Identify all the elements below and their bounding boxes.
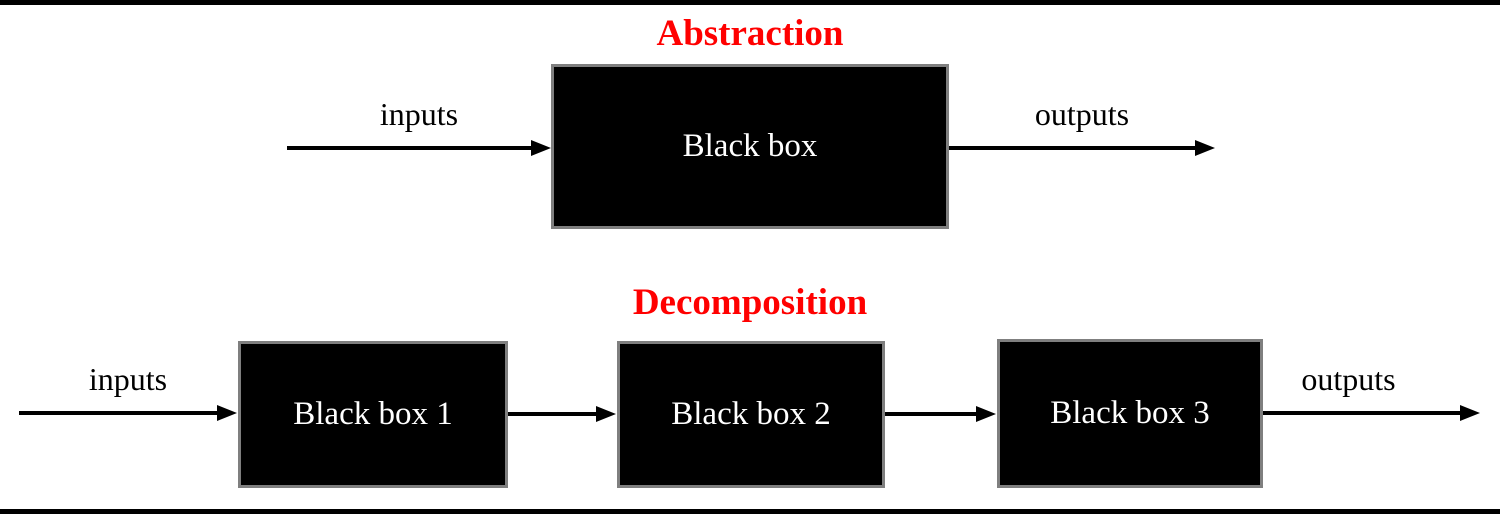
arrowhead-icon [531, 140, 551, 156]
decomposition-connector-arrow-2 [885, 406, 996, 422]
decomposition-black-box-1: Black box 1 [238, 341, 508, 488]
decomposition-black-box-2: Black box 2 [617, 341, 885, 488]
abstraction-input-arrow [287, 140, 551, 156]
arrow-line [1263, 411, 1468, 415]
decomposition-input-arrow [19, 405, 237, 421]
black-box-label: Black box 2 [671, 396, 831, 432]
abstraction-title: Abstraction [656, 13, 844, 54]
black-box-label: Black box [682, 128, 818, 164]
decomposition-outputs-label: outputs [1301, 361, 1396, 397]
arrowhead-icon [596, 406, 616, 422]
arrowhead-icon [1195, 140, 1215, 156]
abstraction-output-arrow [949, 140, 1215, 156]
arrowhead-icon [217, 405, 237, 421]
frame-top-bar [0, 0, 1500, 5]
arrow-line [949, 146, 1203, 150]
arrowhead-icon [1460, 405, 1480, 421]
decomposition-title: Decomposition [632, 282, 868, 323]
abstraction-inputs-label: inputs [379, 96, 459, 132]
black-box-label: Black box 1 [293, 396, 453, 432]
decomposition-output-arrow [1263, 405, 1480, 421]
decomposition-connector-arrow-1 [508, 406, 616, 422]
abstraction-outputs-label: outputs [1034, 96, 1130, 132]
black-box-label: Black box 3 [1050, 395, 1210, 431]
arrow-line [508, 412, 604, 416]
frame-bottom-bar [0, 509, 1500, 514]
arrow-line [885, 412, 984, 416]
arrowhead-icon [976, 406, 996, 422]
abstraction-black-box: Black box [551, 64, 949, 229]
decomposition-inputs-label: inputs [88, 361, 168, 397]
arrow-line [19, 411, 225, 415]
arrow-line [287, 146, 539, 150]
decomposition-black-box-3: Black box 3 [997, 339, 1263, 488]
